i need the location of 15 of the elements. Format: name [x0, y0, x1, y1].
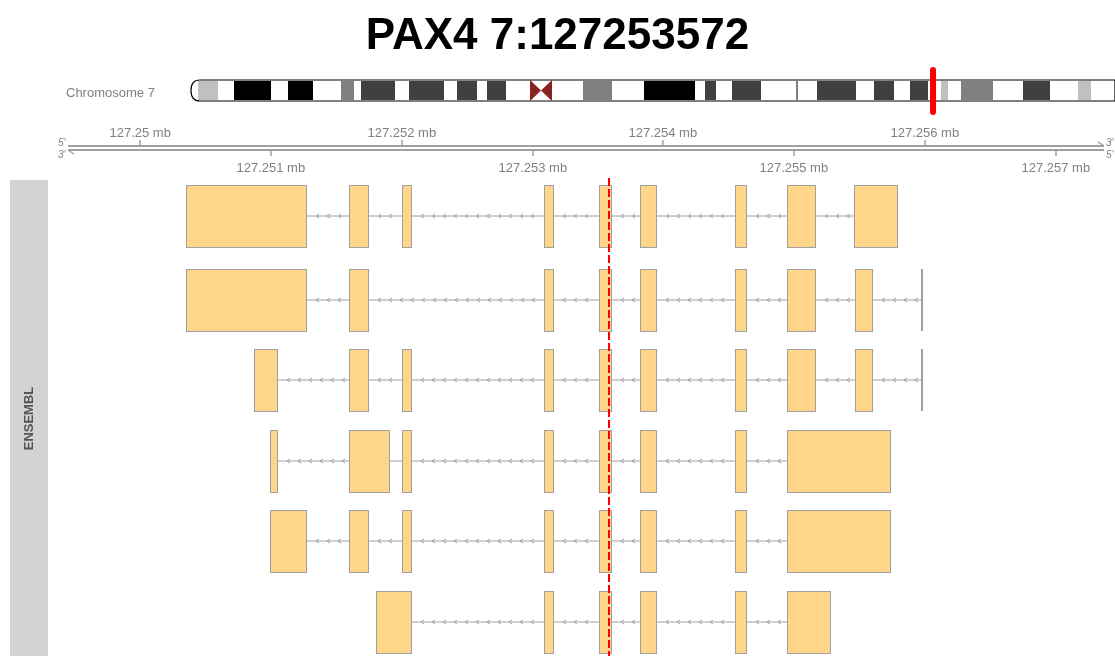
title: PAX4 7:127253572 [364, 8, 751, 60]
axis-label: 127.252 mb [367, 125, 437, 140]
strand-label: 5' [58, 137, 66, 148]
axis-label: 127.251 mb [236, 160, 306, 175]
axis-label: 127.25 mb [109, 125, 171, 140]
axis-label: 127.254 mb [628, 125, 698, 140]
axis-label: 127.253 mb [498, 160, 568, 175]
axis-label: 127.257 mb [1021, 160, 1091, 175]
track-title: ENSEMBL [21, 386, 37, 450]
chromosome-label: Chromosome 7 [66, 85, 155, 100]
strand-label: 3' [1106, 137, 1114, 148]
strand-label: 5' [1106, 149, 1114, 160]
strand-label: 3' [58, 149, 66, 160]
axis-label: 127.256 mb [890, 125, 960, 140]
axis-label: 127.255 mb [759, 160, 829, 175]
